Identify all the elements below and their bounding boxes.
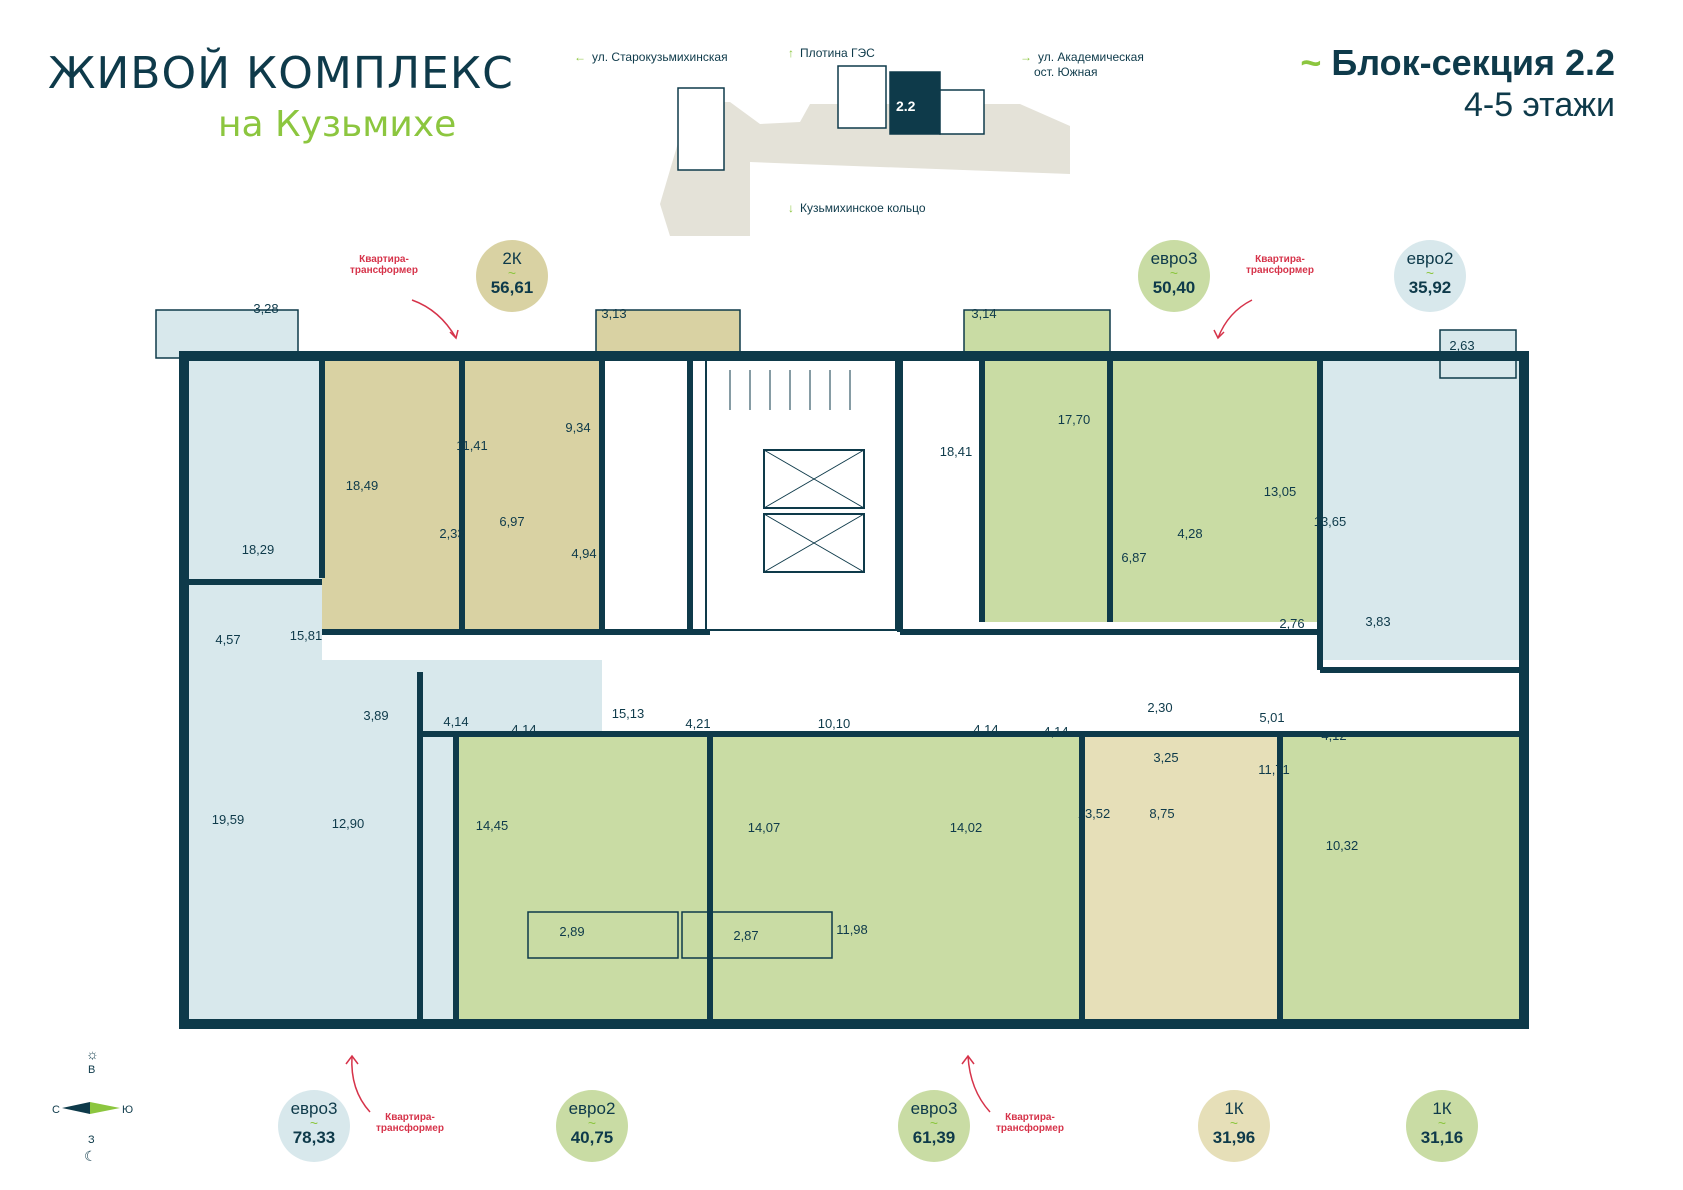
room-area-label: 12,90 [332, 816, 365, 831]
site-map: 2.2 [600, 44, 1080, 244]
compass-north: С [52, 1104, 60, 1116]
site-map-drawing [660, 65, 1070, 236]
room-area-label: 6,97 [499, 514, 524, 529]
room-area-label: 18,41 [940, 444, 973, 459]
room-area-label: 4,12 [1321, 728, 1346, 743]
apartment-badge[interactable]: евро3~50,40 [1138, 240, 1210, 312]
transformer-note: Квартира-трансформер [996, 1112, 1064, 1134]
room-area-label: 11,71 [1258, 762, 1290, 777]
room-area-label: 2,76 [1279, 616, 1304, 631]
room-area-label: 6,87 [1121, 550, 1146, 565]
street-west: ←ул. Старокузьмихинская [574, 50, 728, 64]
room-area-label: 9,34 [565, 420, 590, 435]
room-area-label: 3,83 [1365, 614, 1390, 629]
room-area-label: 11,98 [836, 922, 868, 937]
compass: В С Ю З ☼ ☾ [48, 1040, 148, 1164]
room-area-label: 8,75 [1149, 806, 1174, 821]
room-area-label: 10,32 [1326, 838, 1359, 853]
street-south: ↓Кузьмихинское кольцо [788, 201, 926, 215]
floor-plan-drawing: 3,28 3,13 3,14 2,63 18,29 18,49 11,41 9,34 6,97 2… [155, 301, 1529, 1029]
room-area-label: 15,81 [290, 628, 323, 643]
transformer-note: Квартира-трансформер [1246, 254, 1314, 276]
street-east: →ул. Академическая [1020, 50, 1144, 64]
room-area-label: 19,59 [212, 812, 245, 827]
room-area-label: 13,65 [1314, 514, 1347, 529]
room-area-label: 5,01 [1259, 710, 1284, 725]
room-area-label: 4,14 [1043, 724, 1068, 739]
apartment-badge[interactable]: 2К~56,61 [476, 240, 548, 312]
logo-line2: на Кузьмихе [218, 104, 457, 145]
room-area-label: 2,87 [733, 928, 758, 943]
room-area-label: 2,30 [1147, 700, 1172, 715]
room-area-label: 3,89 [363, 708, 388, 723]
room-area-label: 11,41 [456, 438, 488, 453]
room-area-label: 15,13 [612, 706, 645, 721]
moon-icon: ☾ [84, 1148, 97, 1164]
apartment-badge[interactable]: евро2~40,75 [556, 1090, 628, 1162]
sun-icon: ☼ [86, 1046, 99, 1062]
room-area-label: 2,33 [439, 526, 464, 541]
room-area-label: 10,10 [818, 716, 851, 731]
floor-plan: 3,28 3,13 3,14 2,63 18,29 18,49 11,41 9,34 6,97 2… [150, 300, 1540, 1060]
room-area-label: 4,14 [443, 714, 468, 729]
room-area-label: 4,14 [973, 722, 998, 737]
compass-east: В [88, 1064, 96, 1076]
compass-south: Ю [122, 1104, 134, 1116]
room-area-label: 17,70 [1058, 412, 1091, 427]
room-area-label: 2,63 [1449, 338, 1474, 353]
section-title: ~Блок-секция 2.2 [1300, 42, 1615, 83]
compass-arrow-icon [62, 1102, 120, 1114]
room-area-label: 4,57 [215, 632, 240, 647]
apartment-badge[interactable]: евро3~78,33 [278, 1090, 350, 1162]
apartment-badge[interactable]: 1К~31,96 [1198, 1090, 1270, 1162]
room-area-label: 3,13 [601, 306, 626, 321]
room-area-label: 18,49 [346, 478, 379, 493]
logo-line1: ЖИВОЙ КОМПЛЕКС [48, 48, 514, 99]
room-area-label: 14,07 [748, 820, 781, 835]
current-block-label: 2.2 [896, 98, 916, 114]
room-area-label: 14,45 [476, 818, 509, 833]
street-east-stop: ост. Южная [1034, 65, 1098, 79]
room-area-label: 13,05 [1264, 484, 1297, 499]
street-north: ↑Плотина ГЭС [788, 46, 875, 60]
room-area-label: 2,89 [559, 924, 584, 939]
room-area-label: 3,25 [1153, 750, 1178, 765]
transformer-note: Квартира-трансформер [376, 1112, 444, 1134]
room-area-labels: 3,28 3,13 3,14 2,63 18,29 18,49 11,41 9,34 6,97 2… [212, 301, 1475, 943]
floors-label: 4-5 этажи [1463, 86, 1615, 124]
room-area-label: 4,94 [571, 546, 596, 561]
apartment-badge[interactable]: 1К~31,16 [1406, 1090, 1478, 1162]
apartment-badge[interactable]: евро2~35,92 [1394, 240, 1466, 312]
room-area-label: 3,14 [971, 306, 996, 321]
room-area-label: 18,29 [242, 542, 275, 557]
room-area-label: 4,21 [685, 716, 710, 731]
transformer-note: Квартира-трансформер [350, 254, 418, 276]
room-area-label: 4,28 [1177, 526, 1202, 541]
room-area-label: 14,02 [950, 820, 983, 835]
room-area-label: 3,28 [253, 301, 278, 316]
room-area-label: 13,52 [1078, 806, 1111, 821]
apartment-badge[interactable]: евро3~61,39 [898, 1090, 970, 1162]
room-area-label: 4,14 [511, 722, 536, 737]
compass-west: З [88, 1134, 95, 1146]
